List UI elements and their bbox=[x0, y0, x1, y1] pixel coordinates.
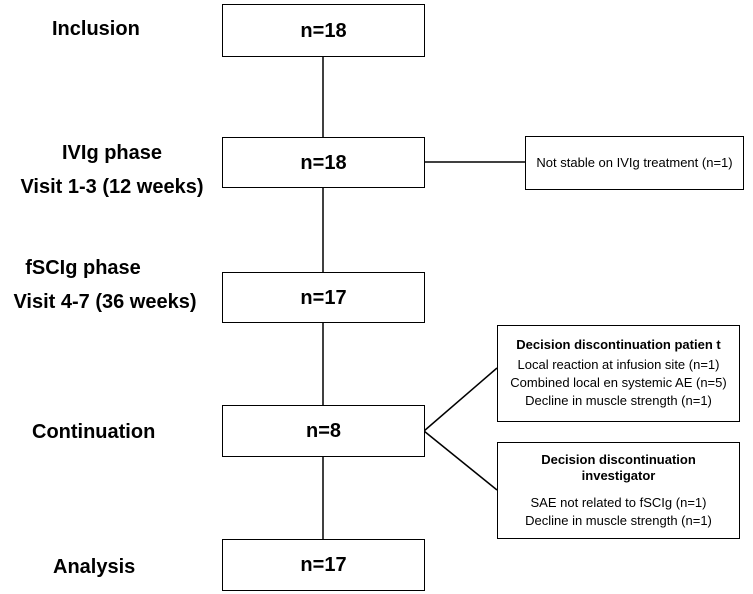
stage-label-ivig: IVIg phase Visit 1-3 (12 weeks) bbox=[12, 141, 212, 199]
ivig-sublabel-text: Visit 1-3 (12 weeks) bbox=[20, 176, 204, 198]
ivig-box: n=18 bbox=[222, 137, 425, 188]
investigator-decision-title-2: investigator bbox=[581, 467, 656, 483]
fscig-label-text: fSCIg phase bbox=[25, 257, 141, 279]
patient-decision-title: Decision discontinuation patien t bbox=[516, 337, 721, 352]
investigator-decision-title-1: Decision discontinuation bbox=[541, 451, 696, 467]
inclusion-box: n=18 bbox=[222, 4, 425, 57]
fscig-box: n=17 bbox=[222, 272, 425, 323]
stage-label-analysis: Analysis bbox=[53, 555, 135, 579]
analysis-label-text: Analysis bbox=[53, 556, 136, 578]
connector-continuation-patient bbox=[423, 367, 498, 432]
ivig-label-text: IVIg phase bbox=[61, 142, 163, 164]
analysis-box: n=17 bbox=[222, 539, 425, 591]
investigator-reason-2: Decline in muscle strength (n=1) bbox=[525, 512, 712, 528]
inclusion-label-text: Inclusion bbox=[52, 18, 140, 40]
inclusion-count: n=18 bbox=[300, 19, 347, 42]
ivig-count: n=18 bbox=[300, 151, 347, 174]
fscig-count: n=17 bbox=[300, 286, 347, 309]
patient-reason-1: Local reaction at infusion site (n=1) bbox=[517, 357, 720, 372]
not-stable-text: Not stable on IVIg treatment (n=1) bbox=[536, 155, 733, 170]
not-stable-box: Not stable on IVIg treatment (n=1) bbox=[525, 136, 744, 190]
continuation-box: n=8 bbox=[222, 405, 425, 457]
patient-reason-3: Decline in muscle strength (n=1) bbox=[525, 393, 712, 408]
fscig-sublabel-text: Visit 4-7 (36 weeks) bbox=[13, 291, 197, 313]
stage-label-continuation: Continuation bbox=[32, 420, 155, 444]
continuation-label-text: Continuation bbox=[32, 421, 156, 443]
investigator-reason-1: SAE not related to fSCIg (n=1) bbox=[530, 494, 707, 510]
analysis-count: n=17 bbox=[300, 554, 347, 576]
patient-reason-2: Combined local en systemic AE (n=5) bbox=[510, 375, 727, 390]
patient-decision-box: Decision discontinuation patien t Local … bbox=[497, 325, 740, 422]
stage-label-fscig: fSCIg phase Visit 4-7 (36 weeks) bbox=[0, 256, 210, 314]
continuation-count: n=8 bbox=[305, 420, 342, 442]
investigator-decision-box: Decision discontinuation investigator SA… bbox=[497, 442, 740, 539]
stage-label-inclusion: Inclusion bbox=[52, 17, 140, 41]
connector-continuation-investigator bbox=[423, 430, 498, 491]
